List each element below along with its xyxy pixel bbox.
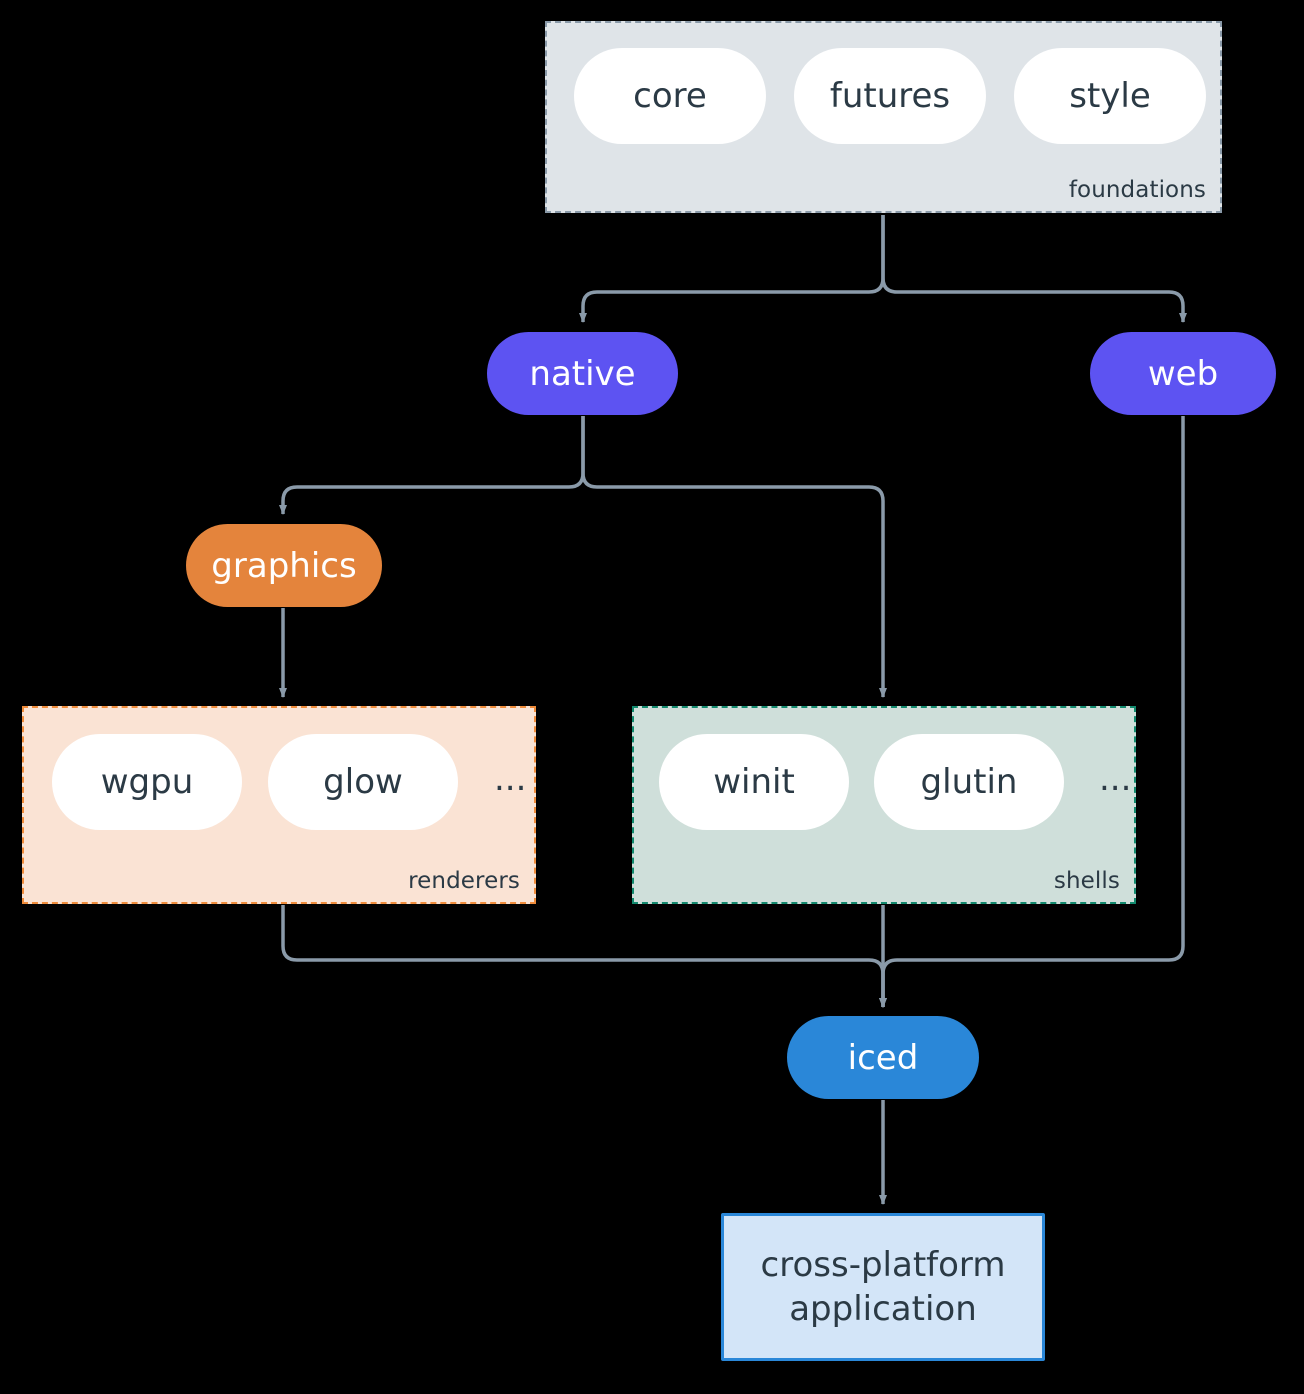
node-futures[interactable]: futures xyxy=(794,48,986,144)
cluster-renderers: wgpu glow ... renderers xyxy=(22,706,536,904)
shells-ellipsis: ... xyxy=(1099,759,1132,799)
node-graphics[interactable]: graphics xyxy=(186,524,382,607)
application-line-2: application xyxy=(789,1289,977,1329)
cluster-shells-items: winit glutin ... xyxy=(634,734,1159,830)
edge-foundations-to-native xyxy=(579,215,885,323)
cluster-shells-label: shells xyxy=(1053,868,1120,894)
edge-foundations-to-web xyxy=(881,215,1187,323)
cluster-foundations: core futures style foundations xyxy=(545,21,1222,213)
node-native[interactable]: native xyxy=(487,332,678,415)
node-winit[interactable]: winit xyxy=(659,734,849,830)
node-glutin[interactable]: glutin xyxy=(874,734,1064,830)
cluster-renderers-label: renderers xyxy=(408,868,520,894)
node-style[interactable]: style xyxy=(1014,48,1206,144)
node-wgpu[interactable]: wgpu xyxy=(52,734,242,830)
node-iced[interactable]: iced xyxy=(787,1016,979,1099)
node-core[interactable]: core xyxy=(574,48,766,144)
edge-renderers-to-iced xyxy=(281,905,887,1008)
edge-web-to-iced xyxy=(879,416,1185,1008)
application-line-1: cross-platform xyxy=(760,1244,1006,1285)
cluster-foundations-label: foundations xyxy=(1068,177,1206,203)
node-web[interactable]: web xyxy=(1090,332,1276,415)
node-glow[interactable]: glow xyxy=(268,734,458,830)
cluster-foundations-items: core futures style xyxy=(547,48,1247,144)
cluster-renderers-items: wgpu glow ... xyxy=(24,734,562,830)
node-cross-platform-application[interactable]: cross-platform application xyxy=(721,1213,1045,1361)
cluster-shells: winit glutin ... shells xyxy=(632,706,1136,904)
renderers-ellipsis: ... xyxy=(494,759,527,799)
edge-native-to-graphics xyxy=(279,416,585,515)
edge-native-to-shells xyxy=(581,416,887,698)
